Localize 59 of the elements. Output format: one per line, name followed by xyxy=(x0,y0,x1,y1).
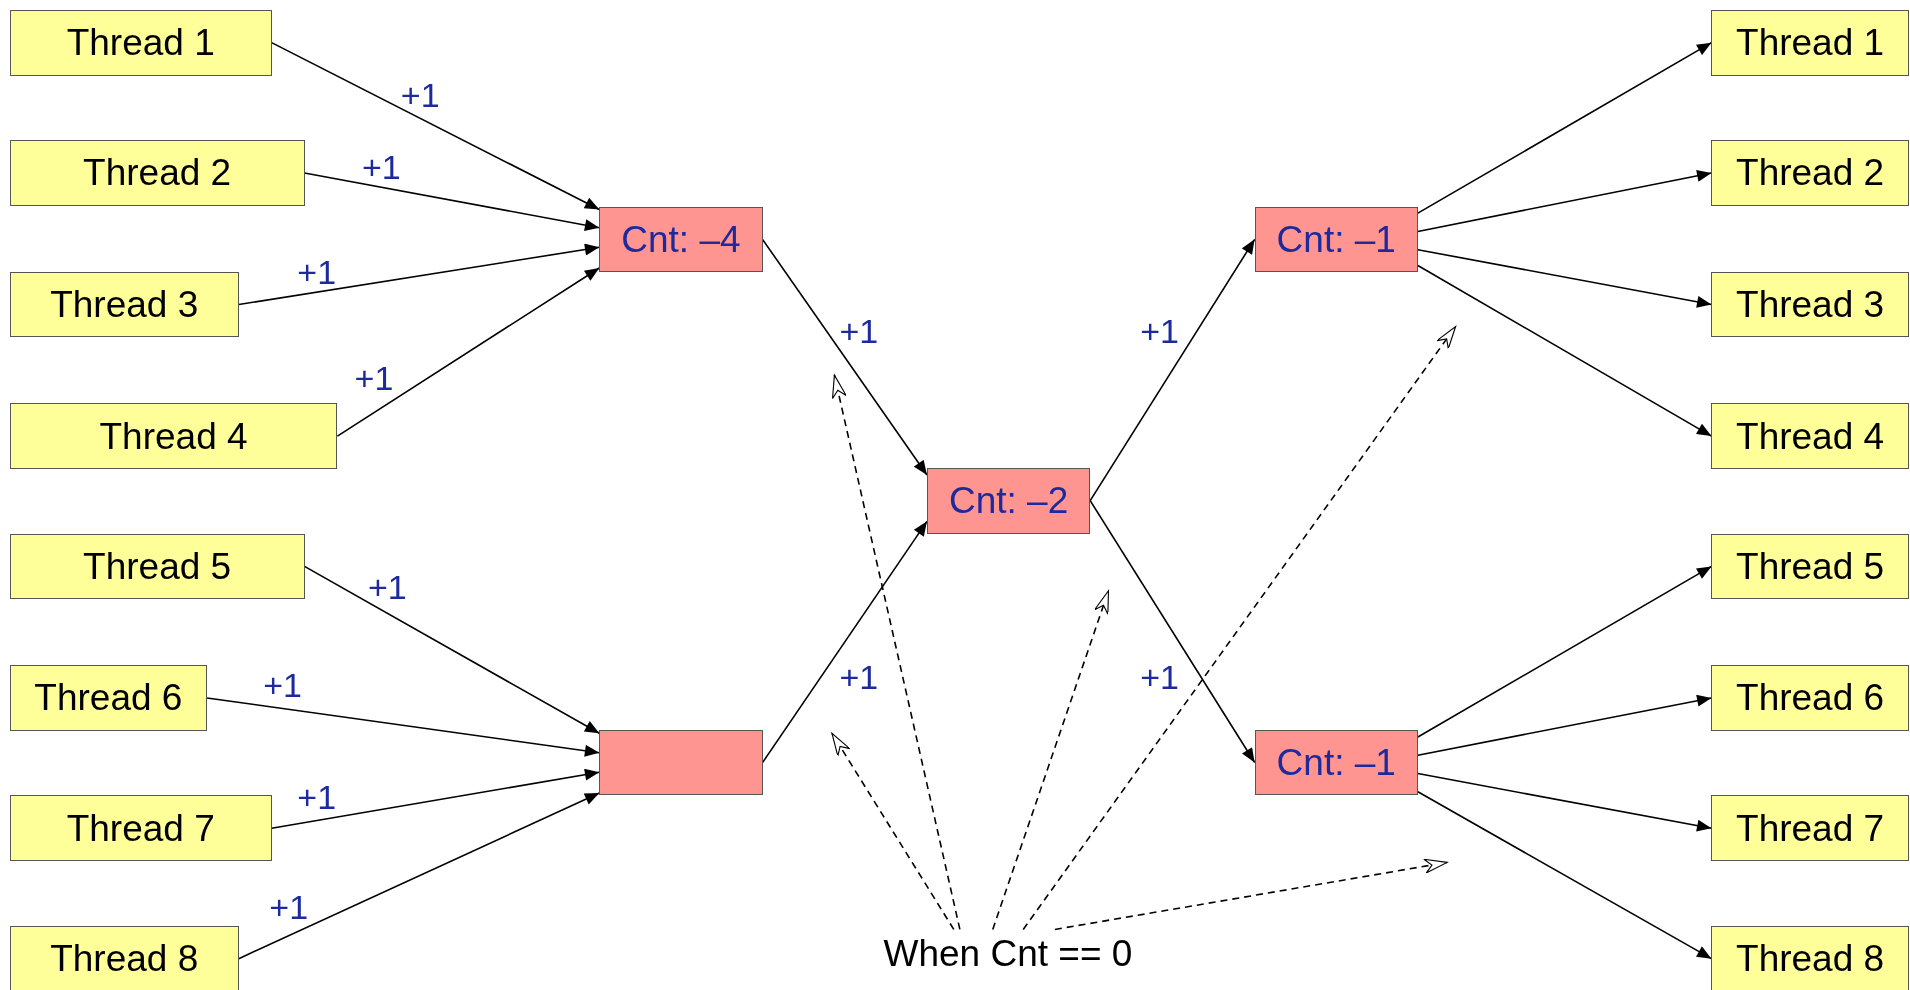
thread-box: Thread 5 xyxy=(9,533,305,600)
edge-label: +1 xyxy=(400,78,440,112)
dashed-arrow xyxy=(991,590,1110,931)
thread-box: Thread 6 xyxy=(9,665,208,731)
arrow xyxy=(761,238,928,476)
edge-label: +1 xyxy=(297,779,337,814)
arrow xyxy=(270,768,601,830)
arrow xyxy=(303,565,601,735)
counter-box: Cnt: –4 xyxy=(599,207,763,272)
arrow xyxy=(270,41,601,211)
arrow xyxy=(1417,169,1713,233)
thread-box: Thread 4 xyxy=(1711,403,1909,469)
thread-box: Thread 3 xyxy=(1711,271,1909,338)
arrow xyxy=(1417,41,1713,214)
dashed-arrow xyxy=(831,374,961,931)
counter-box: Cnt: –2 xyxy=(926,467,1091,534)
edge-label: +1 xyxy=(1140,314,1179,349)
thread-box: Thread 2 xyxy=(1711,140,1909,206)
arrow xyxy=(1417,790,1713,960)
edge-label: +1 xyxy=(297,254,337,289)
counter-box: Cnt: –1 xyxy=(1254,729,1418,796)
thread-box: Thread 2 xyxy=(9,140,305,206)
thread-box: Thread 5 xyxy=(1711,533,1909,600)
thread-box: Thread 8 xyxy=(9,925,239,990)
arrow xyxy=(206,697,601,757)
arrow xyxy=(1089,238,1256,502)
arrow xyxy=(336,267,601,437)
counter-box: Cnt: –1 xyxy=(1254,207,1418,272)
edge-label: +1 xyxy=(839,314,879,349)
thread-box: Thread 7 xyxy=(1711,795,1909,862)
arrow xyxy=(1417,772,1713,832)
dashed-arrow xyxy=(831,732,955,931)
arrow xyxy=(1417,694,1713,757)
edge-label: +1 xyxy=(354,360,394,395)
arrow xyxy=(1417,264,1713,437)
edge-label: +1 xyxy=(263,667,302,702)
thread-box: Thread 6 xyxy=(1711,665,1909,731)
edge-label: +1 xyxy=(1140,660,1179,695)
arrow xyxy=(761,520,928,764)
thread-box: Thread 3 xyxy=(9,271,239,338)
arrow xyxy=(237,243,601,306)
edge-label: +1 xyxy=(368,570,407,605)
edge-label: +1 xyxy=(361,149,401,184)
arrow xyxy=(303,172,601,232)
empty-box xyxy=(599,729,763,796)
arrow xyxy=(1417,248,1713,308)
arrow xyxy=(1417,565,1713,738)
thread-box: Thread 8 xyxy=(1711,925,1909,990)
thread-box: Thread 7 xyxy=(9,795,272,862)
note-text: When Cnt == 0 xyxy=(858,925,1158,981)
edge-label: +1 xyxy=(269,890,309,925)
edge-label: +1 xyxy=(839,660,879,695)
thread-box: Thread 4 xyxy=(9,403,338,469)
arrow xyxy=(237,792,601,960)
dashed-arrow xyxy=(1054,858,1448,931)
dashed-arrow xyxy=(1022,325,1457,931)
arrow xyxy=(1089,499,1256,764)
thread-box: Thread 1 xyxy=(9,9,272,76)
thread-box: Thread 1 xyxy=(1711,9,1909,76)
